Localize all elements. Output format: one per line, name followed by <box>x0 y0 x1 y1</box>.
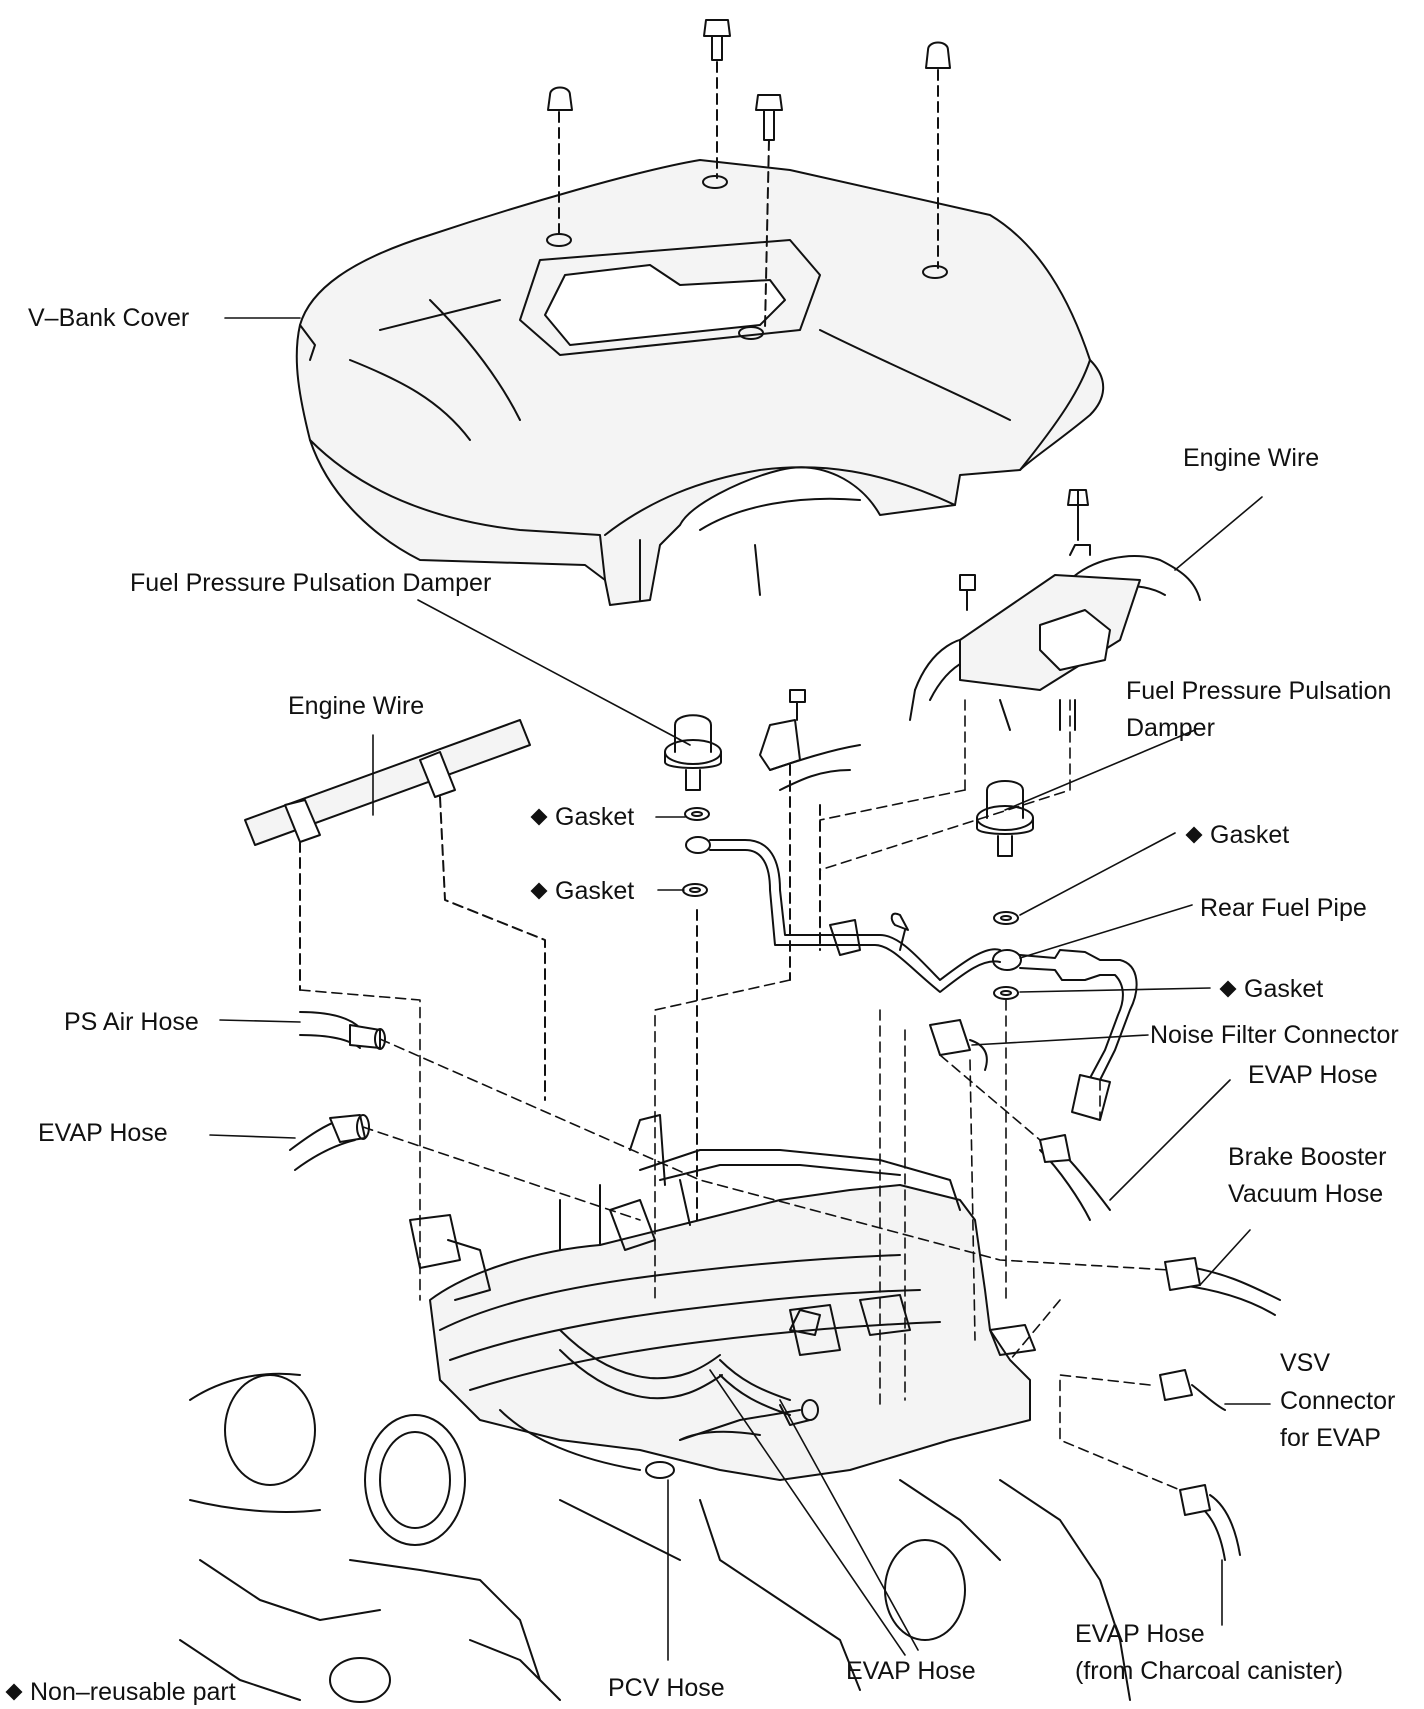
label-engine-wire-right: Engine Wire <box>1183 444 1320 472</box>
gasket-1-part <box>684 807 710 821</box>
evap-hose-right-part <box>1039 1134 1111 1221</box>
engine-wire-harness-right <box>909 489 1201 731</box>
label-gasket-2: Gasket <box>530 874 635 908</box>
diamond-icon <box>1185 826 1203 844</box>
engine-wire-left <box>244 719 546 1101</box>
fuel-pipe <box>685 689 1001 993</box>
noise-filter-connector-part <box>929 1019 988 1071</box>
label-gasket-4: Gasket <box>1219 972 1324 1006</box>
legend-non-reusable-part: Non–reusable part <box>5 1675 236 1709</box>
label-pcv-hose: PCV Hose <box>608 1674 725 1702</box>
label-vsv-line2: Connector <box>1280 1387 1396 1415</box>
label-fuel-pressure-pulsation-damper-right-line2: Damper <box>1126 714 1215 742</box>
vsv-connector-part <box>1159 1369 1226 1411</box>
gasket-2-part <box>682 883 708 897</box>
pcv-and-evap-hoses-on-engine <box>559 1309 821 1441</box>
gasket-1-text: Gasket <box>555 803 635 831</box>
label-fuel-pressure-pulsation-damper-left: Fuel Pressure Pulsation Damper <box>130 569 492 597</box>
throttle-body-and-block <box>179 1372 1131 1703</box>
evap-hose-canister-part <box>1179 1484 1241 1561</box>
label-ps-air-hose: PS Air Hose <box>64 1008 199 1036</box>
label-evap-hose-left: EVAP Hose <box>38 1119 168 1147</box>
legend-text: Non–reusable part <box>30 1678 236 1706</box>
diamond-icon <box>530 808 548 826</box>
gasket-4-part <box>993 986 1019 1000</box>
gasket-2-text: Gasket <box>555 877 635 905</box>
v-bank-cover <box>295 159 1105 606</box>
gasket-3-text: Gasket <box>1210 821 1290 849</box>
rear-fuel-pipe <box>992 949 1138 1121</box>
label-evap-hose-bottom: EVAP Hose <box>846 1657 976 1685</box>
label-gasket-3: Gasket <box>1185 818 1290 852</box>
gasket-4-text: Gasket <box>1244 975 1324 1003</box>
label-gasket-1: Gasket <box>530 800 635 834</box>
alignment-lines <box>299 699 1181 1491</box>
ps-air-hose-part <box>299 1011 386 1050</box>
label-noise-filter-connector: Noise Filter Connector <box>1150 1021 1399 1049</box>
label-engine-wire-left: Engine Wire <box>288 692 425 720</box>
diamond-icon <box>5 1683 23 1701</box>
diamond-icon <box>1219 980 1237 998</box>
label-rear-fuel-pipe: Rear Fuel Pipe <box>1200 894 1367 922</box>
fuel-damper-left <box>664 714 722 791</box>
label-evap-hose-right: EVAP Hose <box>1248 1061 1378 1089</box>
diamond-icon <box>530 882 548 900</box>
label-evap-hose-canister-line1: EVAP Hose <box>1075 1620 1205 1648</box>
leader-lines <box>209 317 1271 1661</box>
label-brake-booster-line1: Brake Booster <box>1228 1143 1387 1171</box>
label-fuel-pressure-pulsation-damper-right-line1: Fuel Pressure Pulsation <box>1126 677 1392 705</box>
cover-bolts <box>547 19 951 329</box>
label-brake-booster-line2: Vacuum Hose <box>1228 1180 1384 1208</box>
evap-hose-left-part <box>289 1114 370 1171</box>
label-evap-hose-canister-line2: (from Charcoal canister) <box>1075 1657 1344 1685</box>
label-vsv-line1: VSV <box>1280 1349 1331 1377</box>
label-v-bank-cover: V–Bank Cover <box>28 304 190 332</box>
fuel-damper-right <box>976 780 1034 857</box>
gasket-3-part <box>993 911 1019 925</box>
label-vsv-line3: for EVAP <box>1280 1424 1381 1452</box>
brake-booster-hose-part <box>1164 1257 1281 1316</box>
